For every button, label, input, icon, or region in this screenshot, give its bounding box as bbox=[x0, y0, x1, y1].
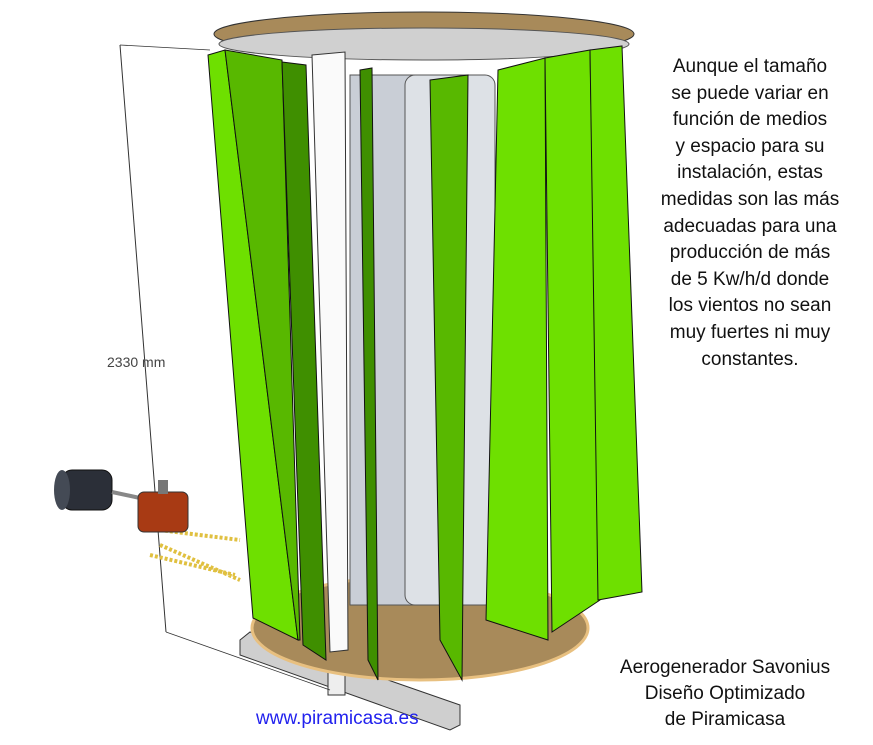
blade bbox=[485, 57, 549, 641]
blade bbox=[281, 61, 327, 661]
blade bbox=[589, 45, 643, 601]
blade bbox=[224, 49, 301, 641]
blade bbox=[359, 67, 379, 681]
caption-line: de Piramicasa bbox=[664, 709, 786, 730]
description-text: Aunque el tamaño se puede variar en func… bbox=[660, 56, 840, 370]
dimension-line bbox=[119, 44, 167, 633]
blade bbox=[429, 74, 469, 682]
dimension-label: 2330 mm bbox=[107, 354, 166, 370]
central-shaft bbox=[311, 51, 349, 653]
gearbox bbox=[137, 480, 189, 533]
dimension-extension-top bbox=[119, 44, 211, 51]
caption-line: Diseño Optimizado bbox=[644, 683, 806, 704]
top-ring bbox=[218, 27, 630, 61]
caption-line: Aerogenerador Savonius bbox=[619, 657, 831, 678]
drive-chain bbox=[149, 528, 241, 582]
website-link[interactable]: www.piramicasa.es bbox=[256, 708, 419, 729]
electric-motor bbox=[54, 469, 141, 511]
caption: Aerogenerador Savonius Diseño Optimizado… bbox=[600, 655, 850, 733]
dimension-extension-bottom bbox=[165, 631, 331, 691]
